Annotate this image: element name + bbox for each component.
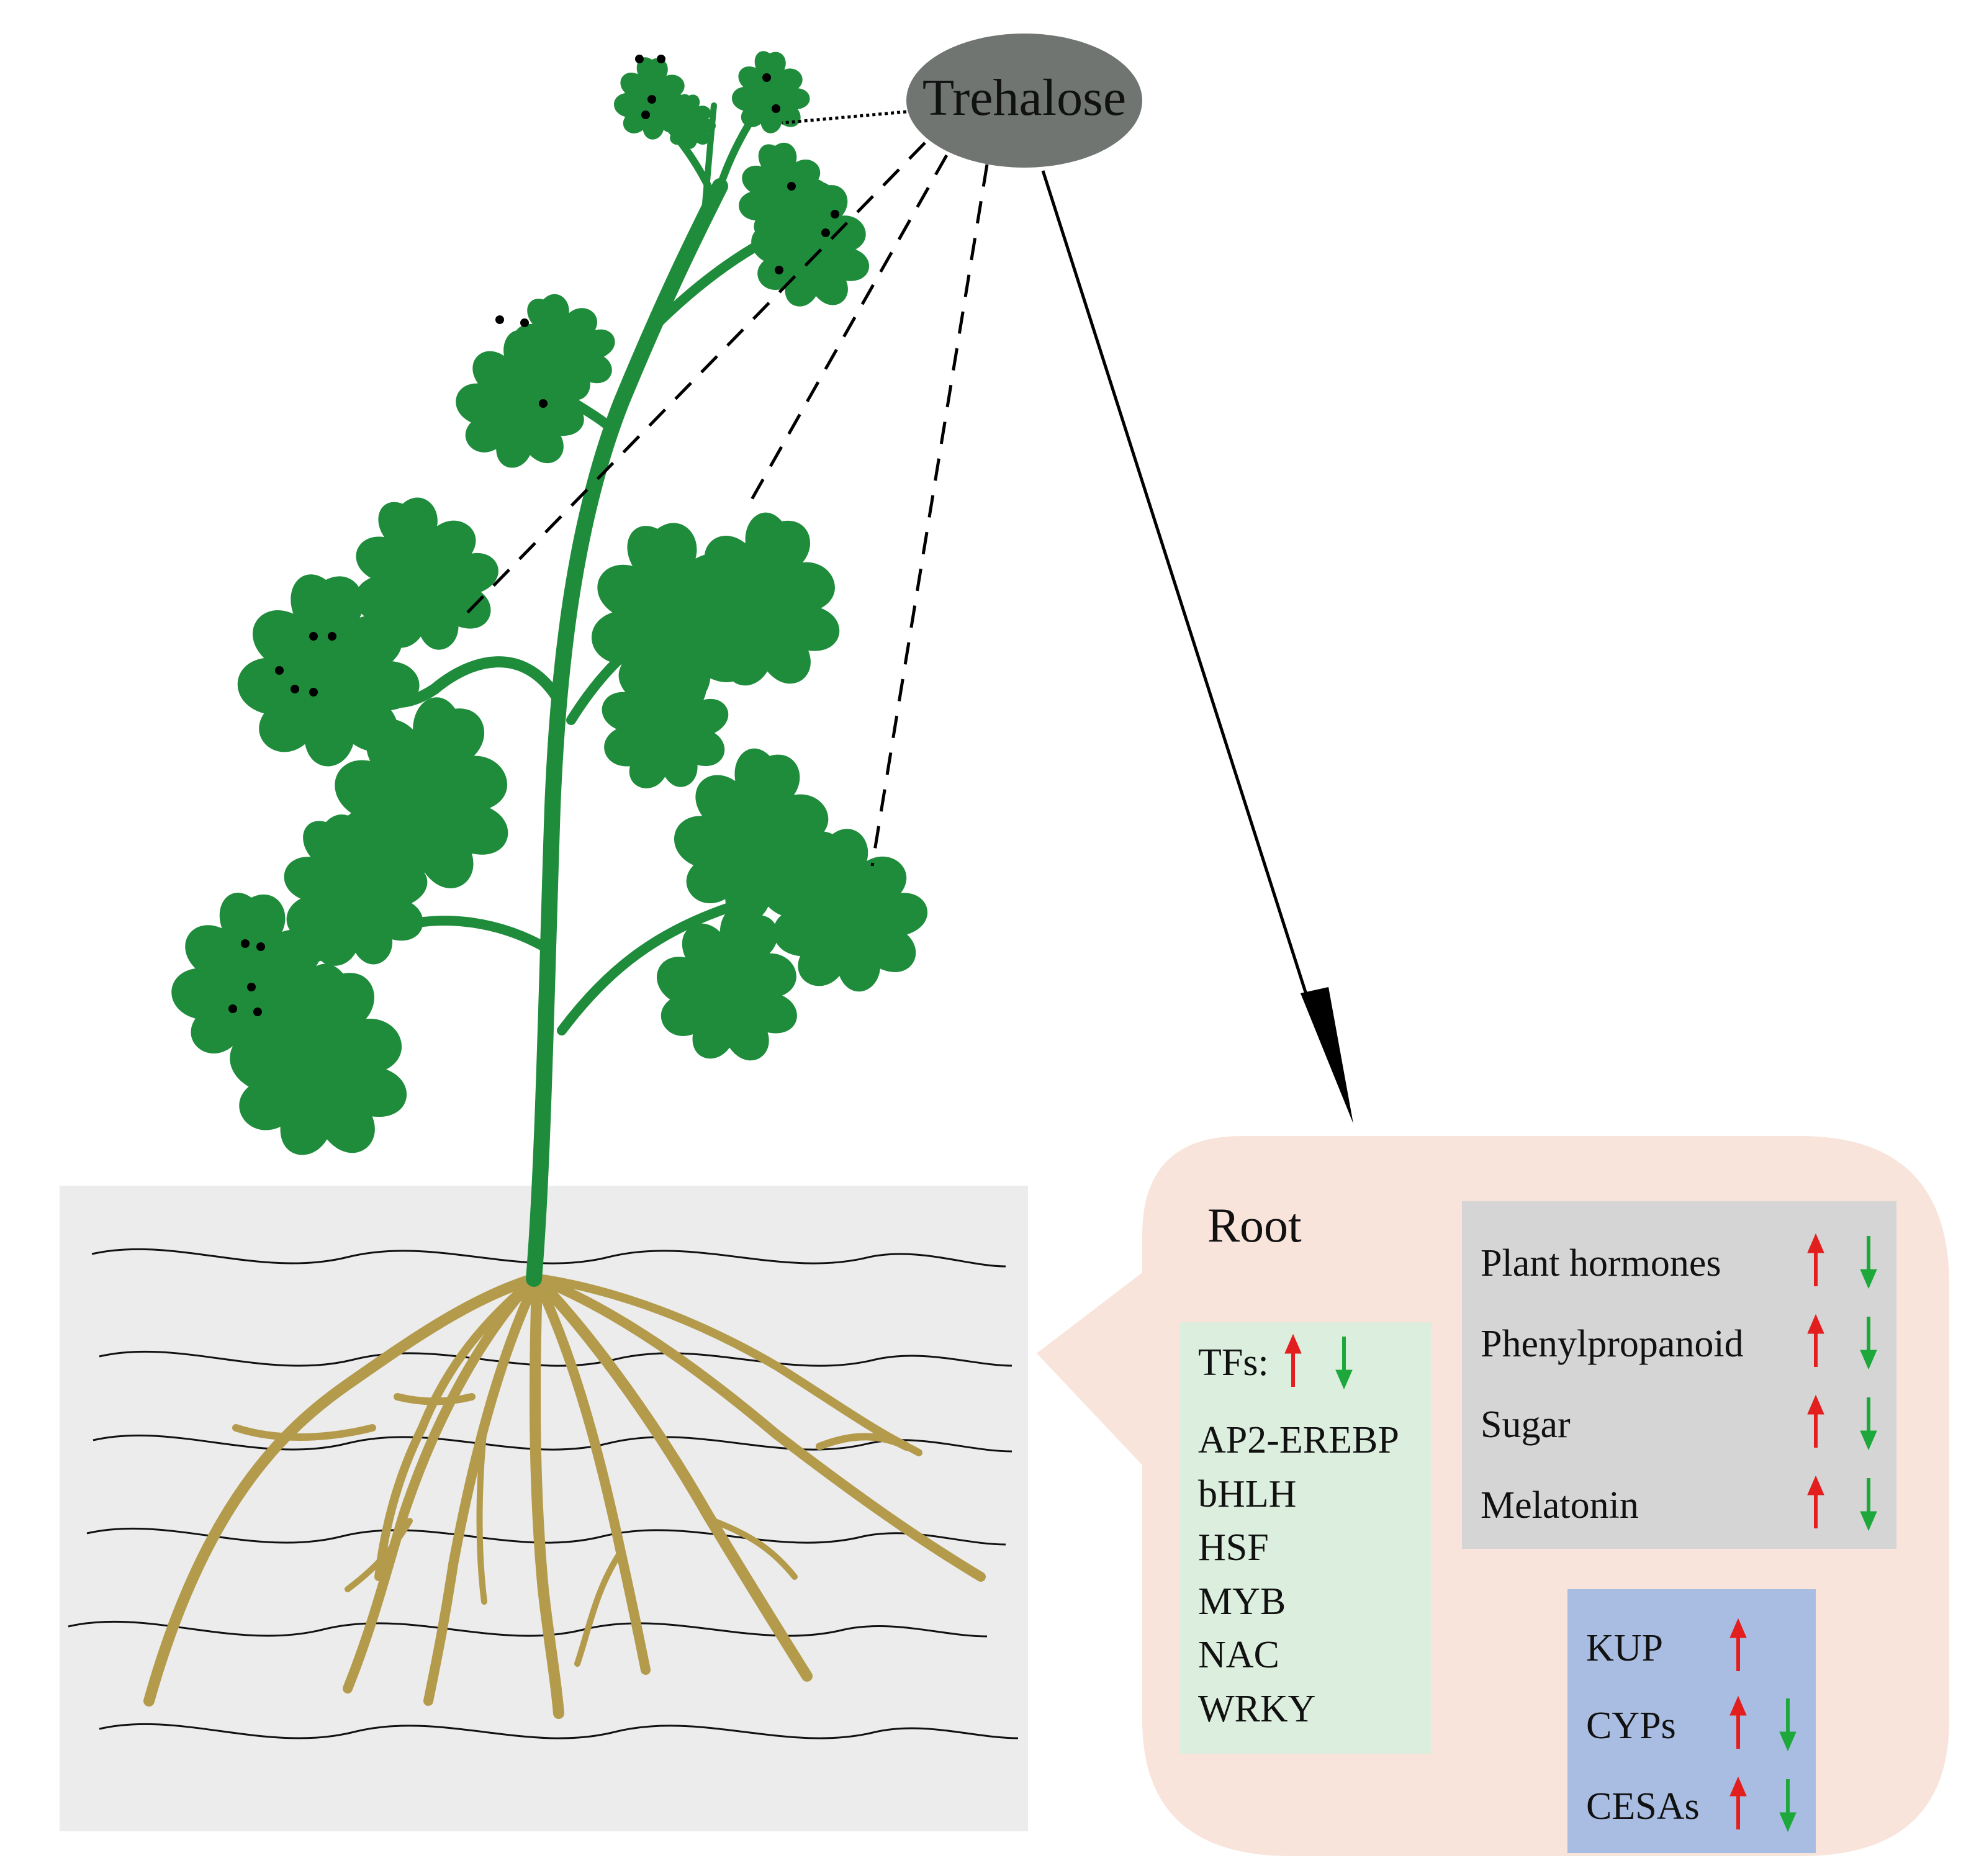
root-strand xyxy=(232,1424,376,1441)
dotted-connector xyxy=(782,110,907,125)
dot xyxy=(520,318,529,327)
dot xyxy=(787,182,796,191)
root-strand xyxy=(394,1393,476,1405)
dot xyxy=(247,983,256,991)
dot xyxy=(772,104,780,113)
metabolite-label: Plant hormones xyxy=(1481,1242,1721,1284)
dot xyxy=(291,685,299,693)
soil-wave-line xyxy=(68,1620,988,1638)
tf-item: bHLH xyxy=(1198,1473,1296,1515)
tf-item: HSF xyxy=(1198,1527,1269,1569)
root-strand xyxy=(536,1275,986,1582)
root-strand xyxy=(816,1433,922,1456)
root-strand xyxy=(374,1281,532,1581)
tf-item: NAC xyxy=(1198,1634,1279,1676)
roots xyxy=(143,1273,986,1719)
plant-shoot xyxy=(171,51,940,1287)
dot xyxy=(328,632,336,641)
dashed-connector xyxy=(746,154,949,507)
root-strand xyxy=(423,1280,539,1706)
root-panel-title: Root xyxy=(1207,1198,1302,1252)
root-strand xyxy=(476,1425,487,1605)
dot xyxy=(309,632,318,641)
arrow-to-root xyxy=(1041,170,1353,1124)
dot xyxy=(775,266,783,274)
metabolite-label: Melatonin xyxy=(1481,1484,1639,1527)
gene-label: CYPs xyxy=(1586,1705,1676,1747)
root-strand xyxy=(534,1279,651,1675)
soil-wave-line xyxy=(86,1527,1006,1546)
tf-item: WRKY xyxy=(1198,1688,1315,1730)
dashed-connectors xyxy=(458,142,989,867)
soil-wave-line xyxy=(99,1723,1019,1739)
root-strand xyxy=(345,1518,413,1592)
soil-wave-lines xyxy=(68,1248,1019,1739)
tf-box-background xyxy=(1179,1322,1431,1754)
root-strand xyxy=(711,1518,798,1580)
dot xyxy=(256,942,265,951)
dashed-connector xyxy=(870,164,989,867)
metabolite-label: Phenylpropanoid xyxy=(1481,1323,1744,1365)
root-strand xyxy=(574,1549,624,1667)
branch-stem xyxy=(701,102,717,214)
dot xyxy=(228,1004,237,1013)
dot xyxy=(539,399,548,408)
root-strand xyxy=(143,1273,539,1707)
gene-box: KUP CYPs CESAs xyxy=(1567,1589,1816,1853)
dot xyxy=(275,666,284,675)
metabolite-box-background xyxy=(1462,1201,1896,1549)
dot xyxy=(762,73,771,82)
root-strand xyxy=(343,1277,536,1693)
root-strand xyxy=(534,1276,813,1682)
dot xyxy=(635,55,644,63)
dot xyxy=(657,55,665,63)
tf-box: TFs: AP2-EREBP bHLH HSF MYB NAC WRKY xyxy=(1179,1322,1431,1754)
dot xyxy=(821,228,830,237)
leaves xyxy=(171,51,940,1178)
dot xyxy=(241,939,250,948)
dot xyxy=(309,688,318,697)
root-strand xyxy=(530,1279,564,1719)
arrow-shaft xyxy=(1041,170,1312,1006)
root-panel: Root TFs: AP2-EREBP bHLH HSF MYB NAC WRK… xyxy=(1037,1136,1949,1856)
trehalose-dots xyxy=(228,55,839,1016)
gene-box-background xyxy=(1567,1589,1816,1853)
trehalose-callout: Trehalose xyxy=(458,34,1353,1124)
dot xyxy=(253,1008,262,1016)
tf-label: TFs: xyxy=(1198,1342,1269,1384)
trehalose-ellipse xyxy=(906,34,1142,168)
root-strand xyxy=(539,1274,911,1451)
soil-wave-line xyxy=(91,1248,1006,1268)
soil-wave-line xyxy=(99,1350,1012,1367)
dot xyxy=(495,315,504,324)
metabolite-label: Sugar xyxy=(1481,1404,1571,1446)
tf-item: MYB xyxy=(1198,1581,1286,1623)
dot xyxy=(647,95,656,104)
gene-label: CESAs xyxy=(1586,1785,1700,1828)
arrowhead xyxy=(1301,987,1353,1124)
dot xyxy=(831,210,839,219)
gene-label: KUP xyxy=(1586,1627,1663,1669)
dot xyxy=(641,110,650,119)
trehalose-label: Trehalose xyxy=(922,69,1126,127)
main-stem xyxy=(526,178,728,1287)
tf-item: AP2-EREBP xyxy=(1198,1419,1399,1461)
metabolite-box: Plant hormones Phenylpropanoid Sugar Mel… xyxy=(1462,1201,1896,1549)
